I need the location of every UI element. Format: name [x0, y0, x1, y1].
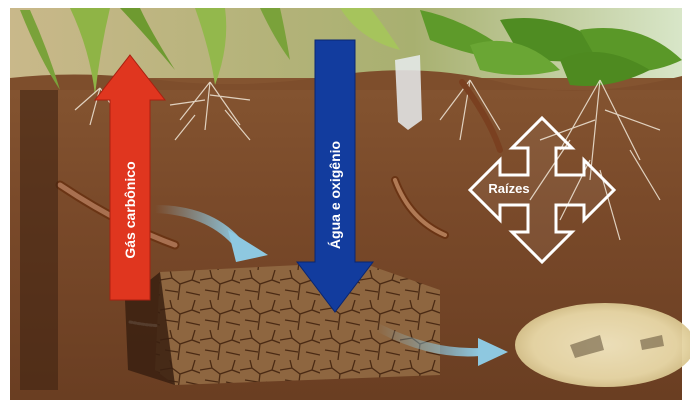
water-oxygen-arrow-label: Água e oxigênio [327, 141, 343, 249]
roots-label: Raízes [488, 181, 529, 196]
co2-arrow-label: Gás carbônico [122, 161, 138, 258]
cracked-soil-block [125, 262, 440, 385]
